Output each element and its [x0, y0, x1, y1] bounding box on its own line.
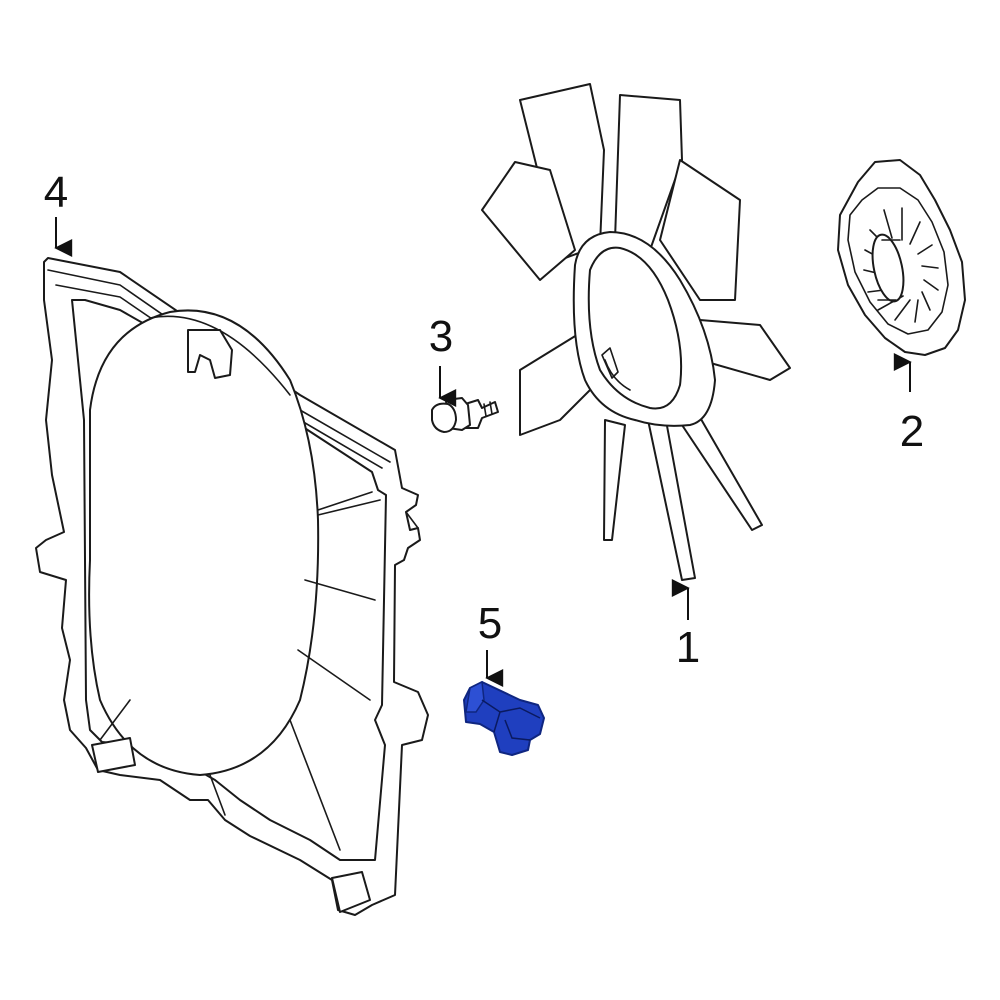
callout-5-label: 5 [478, 599, 502, 648]
callout-2-label: 2 [900, 407, 924, 456]
fan-blade[interactable] [481, 83, 791, 581]
shroud-bracket[interactable] [463, 680, 545, 756]
callout-1-label: 1 [676, 623, 700, 672]
fan-clutch[interactable] [837, 159, 966, 356]
callout-4-label: 4 [44, 168, 68, 217]
bolt[interactable] [431, 397, 499, 433]
fan-shroud[interactable] [35, 257, 429, 916]
callout-3-label: 3 [429, 312, 453, 361]
